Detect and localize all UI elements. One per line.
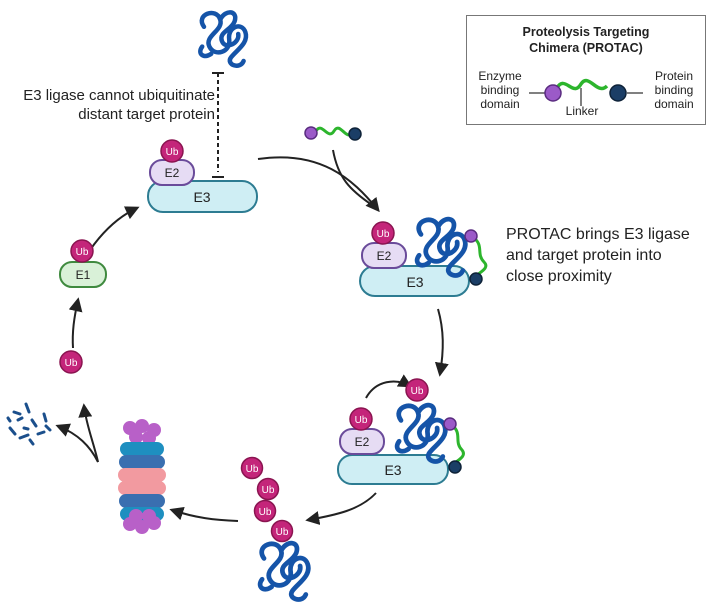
note-distant-target: E3 ligase cannot ubiquitinate distant ta… (10, 86, 215, 124)
arrow-proteasome-to-fragments (55, 423, 99, 463)
transfer-complex: E3 E2 Ub Ub (337, 378, 465, 485)
ub-free-label: Ub (65, 358, 78, 369)
note-distant-line2: distant target protein (78, 106, 215, 123)
note-proximity-line1: PROTAC brings E3 ligase (506, 226, 690, 243)
ub-top-label: Ub (166, 147, 179, 158)
degraded-fragments (6, 402, 52, 446)
e2-top-label: E2 (165, 166, 180, 180)
ub-free: Ub (59, 350, 83, 374)
ub-ternary (371, 221, 395, 245)
legend-protac-graphic (529, 78, 643, 106)
e3-transfer (337, 454, 449, 485)
legend-protein-label: Protein binding domain (654, 69, 694, 111)
ternary-complex: E3 E2 Ub (359, 219, 488, 297)
ub-top (160, 139, 184, 163)
ub-transfer-e2-label: Ub (355, 415, 368, 426)
ub-transfer-target (405, 378, 429, 402)
no-interaction-line (212, 72, 224, 178)
e2-ternary-label: E2 (377, 249, 392, 263)
arrow-ub-to-e1 (68, 297, 83, 349)
note-proximity-line3: close proximity (506, 268, 612, 285)
ub-transfer-target-label: Ub (411, 386, 424, 397)
e3-top-label: E3 (193, 189, 210, 205)
target-protein-distant (200, 12, 246, 65)
ub-e1-label: Ub (76, 247, 89, 258)
e2-transfer-label: E2 (355, 435, 370, 449)
legend-title-line2: Chimera (PROTAC) (529, 41, 643, 55)
e3-complex-top: E3 E2 Ub (147, 139, 258, 213)
e3-top (147, 180, 258, 213)
svg-text:Ub: Ub (262, 485, 275, 496)
e3-ternary-label: E3 (406, 274, 423, 290)
arrow-e1-to-e2 (89, 206, 140, 251)
ub-e1 (70, 239, 94, 263)
e1-complex: E1 Ub (59, 239, 107, 288)
note-proximity-line2: and target protein into (506, 247, 662, 264)
arrow-top-to-ternary (257, 156, 380, 213)
legend-title: Proteolysis Targeting Chimera (PROTAC) (467, 24, 705, 56)
proteasome (118, 419, 166, 534)
e3-ternary (359, 265, 470, 297)
protac-legend: Proteolysis Targeting Chimera (PROTAC) E… (466, 15, 706, 125)
arrow-proteasome-to-ub (78, 403, 99, 463)
e3-transfer-label: E3 (384, 462, 401, 478)
arrow-protac-join (332, 149, 373, 206)
ub-transfer-e2 (349, 407, 373, 431)
legend-protein-ligand (609, 84, 627, 102)
e1-label: E1 (76, 268, 91, 282)
arrow-to-proteasome (169, 506, 239, 522)
legend-enzyme-ligand (544, 84, 562, 102)
arrow-to-polyub (305, 492, 377, 525)
legend-title-line1: Proteolysis Targeting (522, 25, 650, 39)
svg-text:Ub: Ub (246, 464, 259, 475)
arrow-ternary-to-transfer (434, 308, 449, 377)
svg-text:Ub: Ub (276, 527, 289, 538)
ub-ternary-label: Ub (377, 229, 390, 240)
arrow-ub-transfer (365, 374, 413, 399)
legend-linker-label: Linker (565, 104, 599, 118)
polyubiquitinated-protein: Ub Ub Ub Ub (240, 456, 309, 600)
legend-enzyme-label: Enzyme binding domain (478, 69, 522, 111)
note-proximity: PROTAC brings E3 ligase and target prote… (506, 224, 711, 287)
svg-text:Ub: Ub (259, 507, 272, 518)
protac-molecule-free (304, 126, 362, 141)
note-distant-line1: E3 ligase cannot ubiquitinate (23, 87, 215, 104)
